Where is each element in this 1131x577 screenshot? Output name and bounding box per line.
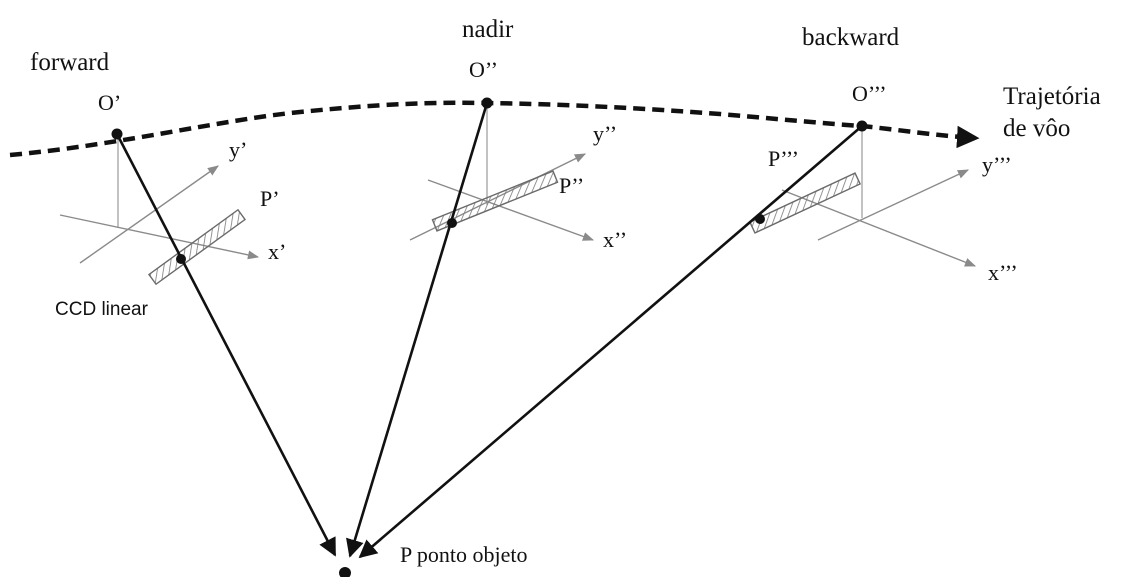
trajectory-label-line1: Trajetória: [1003, 83, 1101, 110]
nadir-point-label: P’’: [559, 173, 584, 198]
forward-x-axis-label: x’: [268, 239, 286, 264]
forward-title: forward: [30, 49, 110, 76]
backward-title: backward: [802, 24, 900, 51]
forward-ray: [115, 133, 337, 557]
forward-y-axis: [79, 165, 219, 264]
nadir-title: nadir: [462, 16, 514, 43]
nadir-center-label: O’’: [469, 57, 498, 82]
nadir-ray: [346, 102, 489, 558]
nadir-projection-center: [481, 97, 493, 109]
nadir-view: [346, 97, 595, 558]
backward-projection-center: [856, 120, 868, 132]
backward-y-axis-label: y’’’: [982, 152, 1012, 177]
nadir-x-axis: [427, 179, 595, 241]
forward-ccd-strip: [147, 208, 247, 286]
backward-y-axis: [817, 169, 970, 241]
object-point-dot: [339, 567, 351, 577]
backward-center-label: O’’’: [852, 81, 887, 106]
forward-y-axis-label: y’: [229, 137, 247, 162]
nadir-x-axis-label: x’’: [603, 227, 627, 252]
backward-point-label: P’’’: [768, 146, 799, 171]
backward-ccd-strip: [748, 172, 862, 234]
ccd-linear-label: CCD linear: [55, 299, 149, 320]
backward-ray: [358, 125, 863, 559]
object-point-label: P ponto objeto: [400, 542, 528, 567]
backward-x-axis-label: x’’’: [988, 260, 1018, 285]
forward-view: [59, 128, 337, 557]
nadir-y-axis-label: y’’: [593, 121, 617, 146]
backward-image-point: [755, 214, 765, 224]
trajectory-label-line2: de vôo: [1003, 115, 1070, 142]
forward-projection-center: [111, 128, 123, 140]
forward-center-label: O’: [98, 90, 121, 115]
forward-image-point: [176, 254, 186, 264]
nadir-image-point: [447, 218, 457, 228]
forward-x-axis: [59, 214, 260, 260]
flight-trajectory-line: [9, 100, 980, 158]
backward-view: [358, 120, 977, 559]
forward-point-label: P’: [260, 186, 280, 211]
nadir-ccd-strip: [431, 170, 559, 232]
